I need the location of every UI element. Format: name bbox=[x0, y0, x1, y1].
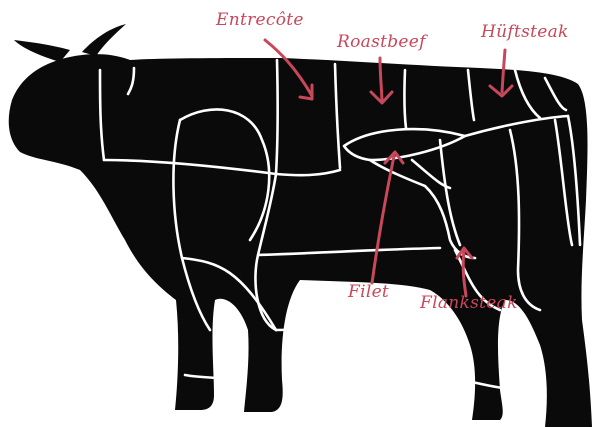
horn-left bbox=[14, 40, 70, 62]
cow-body bbox=[9, 54, 592, 427]
label-flanksteak: Flanksteak bbox=[420, 293, 518, 313]
label-entrecote: Entrecôte bbox=[216, 10, 304, 30]
horn-right bbox=[82, 24, 126, 56]
label-filet: Filet bbox=[348, 282, 389, 302]
label-hueftsteak: Hüftsteak bbox=[481, 22, 569, 42]
label-roastbeef: Roastbeef bbox=[337, 32, 426, 52]
